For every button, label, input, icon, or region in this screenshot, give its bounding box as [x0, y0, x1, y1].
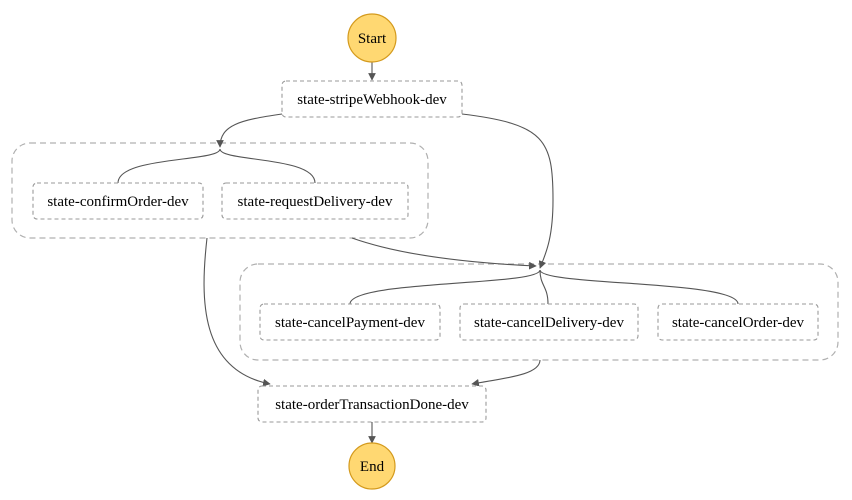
state-request-delivery[interactable]: state-requestDelivery-dev [221, 182, 409, 220]
edge-cancellation-group-to-transaction-done [471, 359, 541, 387]
edge-fork-to-cancel-payment [349, 269, 541, 305]
start-label: Start [358, 31, 387, 47]
state-cancel-payment[interactable]: state-cancelPayment-dev [259, 303, 441, 341]
edge-fork-to-cancel-order [539, 269, 739, 305]
state-label: state-stripeWebhook-dev [297, 92, 447, 108]
edge-stripe-webhook-to-fulfillment-group [216, 113, 283, 148]
state-label: state-cancelPayment-dev [275, 315, 425, 331]
state-cancel-order[interactable]: state-cancelOrder-dev [657, 303, 819, 341]
state-confirm-order[interactable]: state-confirmOrder-dev [32, 182, 204, 220]
state-label: state-cancelOrder-dev [672, 315, 805, 331]
state-label: state-cancelDelivery-dev [474, 315, 624, 331]
edges [117, 62, 739, 444]
edge-fork-to-confirm-order [117, 148, 221, 184]
edge-fulfillment-group-to-transaction-done [203, 237, 271, 387]
end-node[interactable]: End [348, 442, 396, 490]
state-order-transaction-done[interactable]: state-orderTransactionDone-dev [257, 385, 487, 423]
edge-fork-to-request-delivery [219, 148, 316, 184]
start-node[interactable]: Start [347, 13, 397, 63]
state-stripe-webhook[interactable]: state-stripeWebhook-dev [281, 80, 463, 118]
state-label: state-requestDelivery-dev [238, 194, 393, 210]
state-cancel-delivery[interactable]: state-cancelDelivery-dev [459, 303, 639, 341]
end-label: End [360, 459, 385, 475]
edge-fulfillment-group-to-cancellation-group [351, 237, 537, 270]
state-label: state-confirmOrder-dev [47, 194, 189, 210]
edge-fork-to-cancel-delivery [539, 269, 549, 305]
state-label: state-orderTransactionDone-dev [275, 397, 469, 413]
edge-stripe-webhook-to-cancellation-group [461, 113, 554, 269]
